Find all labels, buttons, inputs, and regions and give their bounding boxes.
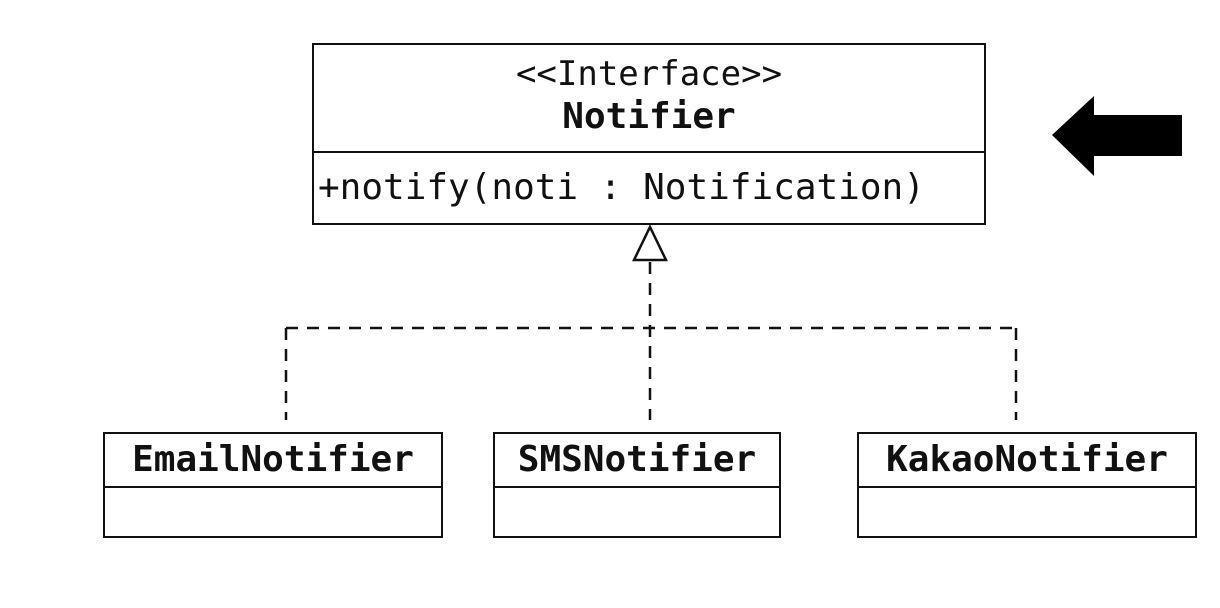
notifier-interface-box: <<Interface>> Notifier +notify(noti : No… — [312, 43, 986, 225]
interface-method: +notify(noti : Notification) — [318, 167, 925, 208]
interface-header: <<Interface>> Notifier — [314, 45, 984, 153]
interface-name: Notifier — [562, 96, 736, 137]
class-name: KakaoNotifier — [859, 434, 1195, 488]
sms-notifier-class: SMSNotifier — [493, 432, 781, 538]
interface-stereotype: <<Interface>> — [515, 54, 783, 94]
class-name: SMSNotifier — [495, 434, 779, 488]
kakao-notifier-class: KakaoNotifier — [857, 432, 1197, 538]
class-name: EmailNotifier — [105, 434, 441, 488]
realization-arrowhead — [632, 224, 668, 262]
arrow-left-icon — [1052, 96, 1182, 176]
email-notifier-class: EmailNotifier — [103, 432, 443, 538]
